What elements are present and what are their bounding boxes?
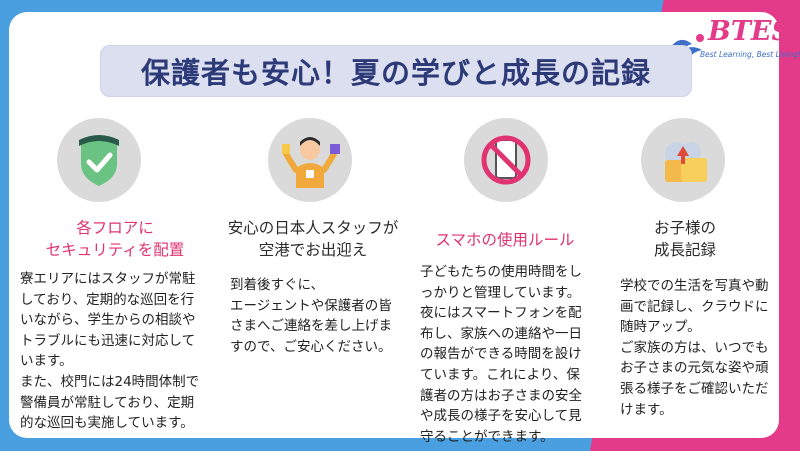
feature-4-body: 学校での生活を写真や動 画で記録し、クラウドに 随時アップ。 ご家族の方は、いつ… xyxy=(620,278,769,418)
title-banner: 保護者も安心！夏の学びと成長の記録 xyxy=(100,45,692,97)
feature-1-body: 寮エリアにはスタッフが常駐 しており、定期的な巡回を行 いながら、学生からの相談… xyxy=(20,271,200,432)
logo-text: BTES xyxy=(708,16,791,47)
smartphone-icon-circle xyxy=(464,118,548,202)
feature-2-body: 到着後すぐに、 エージェントや保護者の皆 さまへご連絡を差し上げま すので、ご安… xyxy=(230,277,392,355)
staff-icon-circle xyxy=(268,118,352,202)
security-icon-circle xyxy=(57,118,141,202)
cloud-photo-icon xyxy=(665,142,707,182)
no-smartphone-icon xyxy=(481,135,531,185)
staff-greeting-icon xyxy=(282,137,340,188)
shield-check-icon xyxy=(79,135,119,186)
feature-4-title: お子様の 成長記録 xyxy=(653,219,716,259)
page-title: 保護者も安心！夏の学びと成長の記録 xyxy=(140,56,651,90)
logo-tagline: Best Learning, Best Living! xyxy=(700,50,800,59)
growth-icon-circle xyxy=(641,118,725,202)
feature-2-title: 安心の日本人スタッフが 空港でお出迎え xyxy=(227,219,399,259)
feature-3-body: 子どもたちの使用時間をし っかりと管理しています。 夜にはスマートフォンを配 布… xyxy=(420,264,582,445)
feature-1-title: 各フロアに セキュリティを配置 xyxy=(45,219,185,259)
feature-3-title: スマホの使用ルール xyxy=(435,231,575,249)
